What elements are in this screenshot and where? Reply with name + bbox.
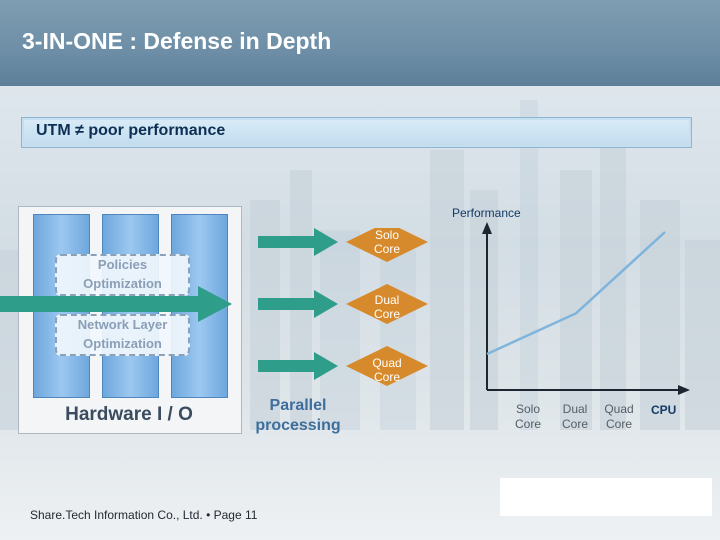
arrow-dual-icon — [258, 290, 338, 318]
solo-core-line1: Solo — [346, 228, 428, 242]
parallel-line1: Parallel — [248, 396, 348, 416]
chart-x-label: CPU — [651, 403, 676, 417]
parallel-processing-label: Parallel processing — [248, 396, 348, 436]
performance-chart — [470, 222, 690, 400]
slide-subtitle: UTM ≠ poor performance — [36, 122, 225, 140]
dual-core-label: Dual Core — [346, 293, 428, 321]
quad-core-line1: Quad — [346, 356, 428, 370]
arrow-quad-icon — [258, 352, 338, 380]
policies-label-line1: Policies — [55, 255, 190, 274]
chart-x-axis-arrow-icon — [678, 385, 690, 395]
solo-core-line2: Core — [346, 242, 428, 256]
x-tick-quad-line2: Core — [599, 417, 639, 432]
x-tick-solo-line1: Solo — [508, 402, 548, 417]
slide-title: 3-IN-ONE : Defense in Depth — [22, 28, 331, 55]
network-label-line1: Network Layer — [55, 315, 190, 334]
chart-series — [487, 232, 665, 354]
x-tick-solo: Solo Core — [508, 402, 548, 432]
performance-line — [487, 232, 665, 354]
x-tick-dual: Dual Core — [555, 402, 595, 432]
network-label-line2: Optimization — [55, 334, 190, 353]
quad-core-line2: Core — [346, 370, 428, 384]
footer-text: Share.Tech Information Co., Ltd. • Page … — [30, 508, 257, 522]
dual-core-line1: Dual — [346, 293, 428, 307]
quad-core-label: Quad Core — [346, 356, 428, 384]
solo-core-label: Solo Core — [346, 228, 428, 256]
x-tick-solo-line2: Core — [508, 417, 548, 432]
chart-y-label: Performance — [452, 206, 521, 220]
parallel-line2: processing — [248, 416, 348, 436]
policies-label-line2: Optimization — [55, 274, 190, 293]
chart-y-axis-arrow-icon — [482, 222, 492, 234]
x-tick-quad-line1: Quad — [599, 402, 639, 417]
hardware-io-label: Hardware I / O — [18, 404, 240, 426]
arrow-solo-icon — [258, 228, 338, 256]
dual-core-line2: Core — [346, 307, 428, 321]
policies-optimization-label: Policies Optimization — [55, 255, 190, 293]
x-tick-dual-line2: Core — [555, 417, 595, 432]
x-tick-dual-line1: Dual — [555, 402, 595, 417]
x-tick-quad: Quad Core — [599, 402, 639, 432]
footer-blank-box — [500, 478, 712, 516]
network-optimization-label: Network Layer Optimization — [55, 315, 190, 353]
